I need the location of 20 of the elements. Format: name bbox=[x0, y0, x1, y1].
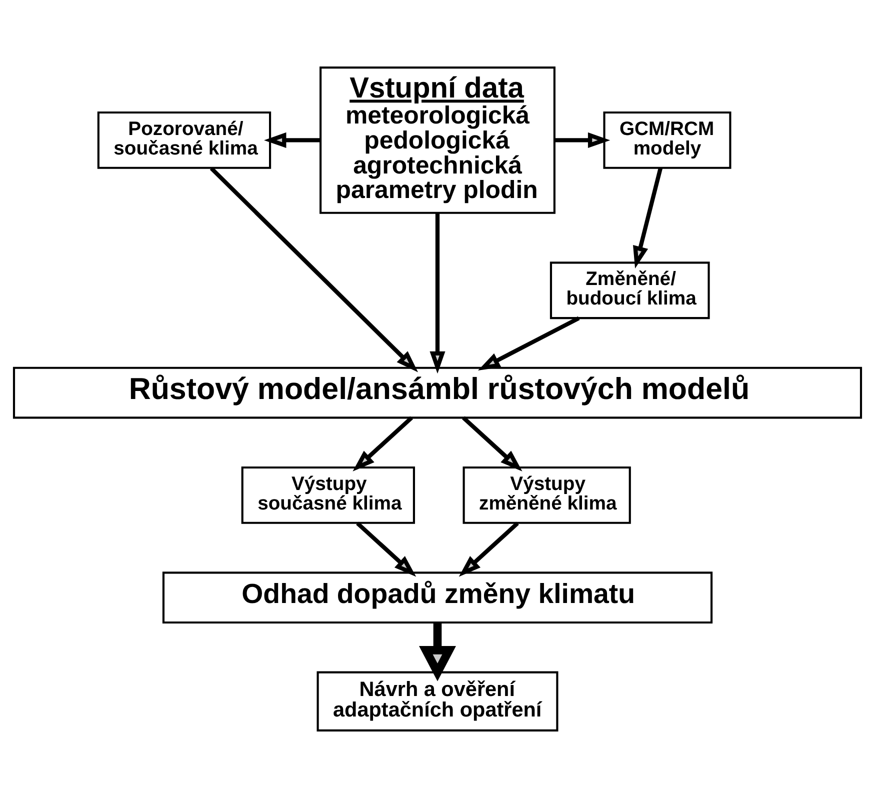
arrow bbox=[264, 132, 320, 148]
arrow bbox=[462, 416, 522, 472]
node-box: Návrh a ověření adaptačních opatření bbox=[316, 671, 558, 732]
node-box: Pozorované/ současné klima bbox=[97, 111, 272, 169]
node-box: Odhad dopadů změny klimatu bbox=[162, 572, 713, 624]
node-box: Změněné/ budoucí klima bbox=[550, 262, 710, 320]
arrow bbox=[458, 522, 519, 577]
arrow bbox=[478, 316, 580, 370]
arrow bbox=[554, 132, 610, 148]
node-box: Výstupy současné klima bbox=[241, 466, 415, 524]
arrow bbox=[210, 166, 418, 372]
arrow bbox=[633, 167, 663, 268]
node-box: Růstový model/ansámbl růstových modelů bbox=[12, 366, 862, 419]
node-box: Vstupní data meteorologická pedologická agrotechnická parametry plodin bbox=[320, 66, 556, 214]
arrow bbox=[352, 416, 413, 472]
node-box: GCM/RCM modely bbox=[603, 111, 732, 169]
arrow bbox=[356, 522, 416, 577]
node-box: Výstupy změněné klima bbox=[462, 466, 631, 524]
arrow bbox=[419, 622, 456, 682]
arrow bbox=[430, 213, 446, 374]
